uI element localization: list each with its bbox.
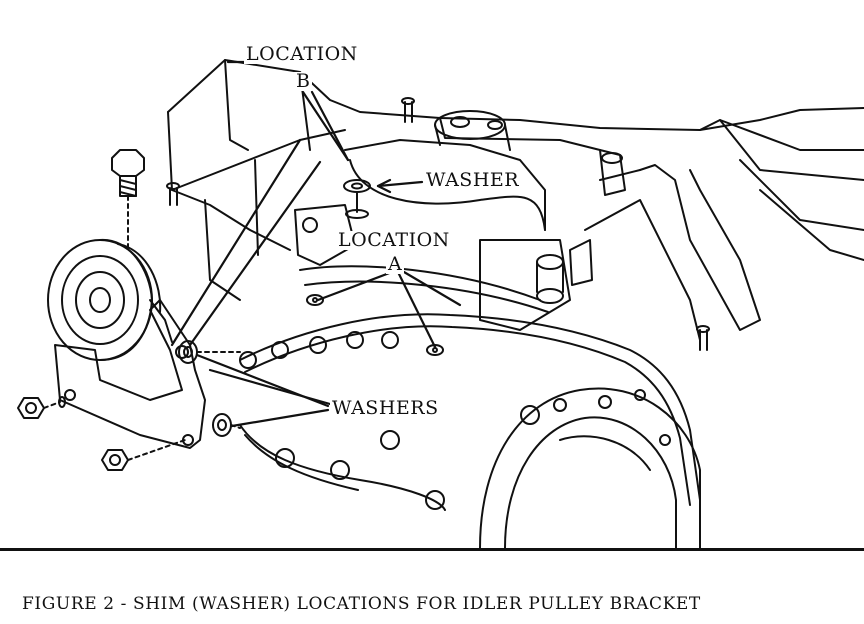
washers-label: WASHERS <box>330 397 441 419</box>
location-a-label: LOCATION <box>336 229 452 251</box>
location-a-letter: A <box>386 253 405 275</box>
location-b-washer <box>343 179 371 219</box>
figure-caption: FIGURE 2 - SHIM (WASHER) LOCATIONS FOR I… <box>22 594 701 614</box>
location-a-washers <box>306 294 444 356</box>
washer-label: WASHER <box>424 169 522 191</box>
crank-pulley <box>479 387 701 548</box>
idler-pulley <box>47 238 162 361</box>
location-b-letter: B <box>294 70 313 92</box>
block-studs <box>166 97 710 351</box>
nut-upper <box>17 396 66 419</box>
front-cover-gasket <box>239 313 701 511</box>
valve-cover-right <box>536 149 761 341</box>
caption-divider <box>0 548 864 551</box>
leader-lines <box>170 60 462 428</box>
bracket-bolt <box>111 149 145 251</box>
idler-bracket <box>54 299 206 449</box>
engine-line-drawing <box>17 59 864 548</box>
bracket-washers <box>178 340 241 437</box>
location-b-label: LOCATION <box>244 43 360 65</box>
engine-block <box>167 59 864 301</box>
nut-lower <box>101 439 186 471</box>
